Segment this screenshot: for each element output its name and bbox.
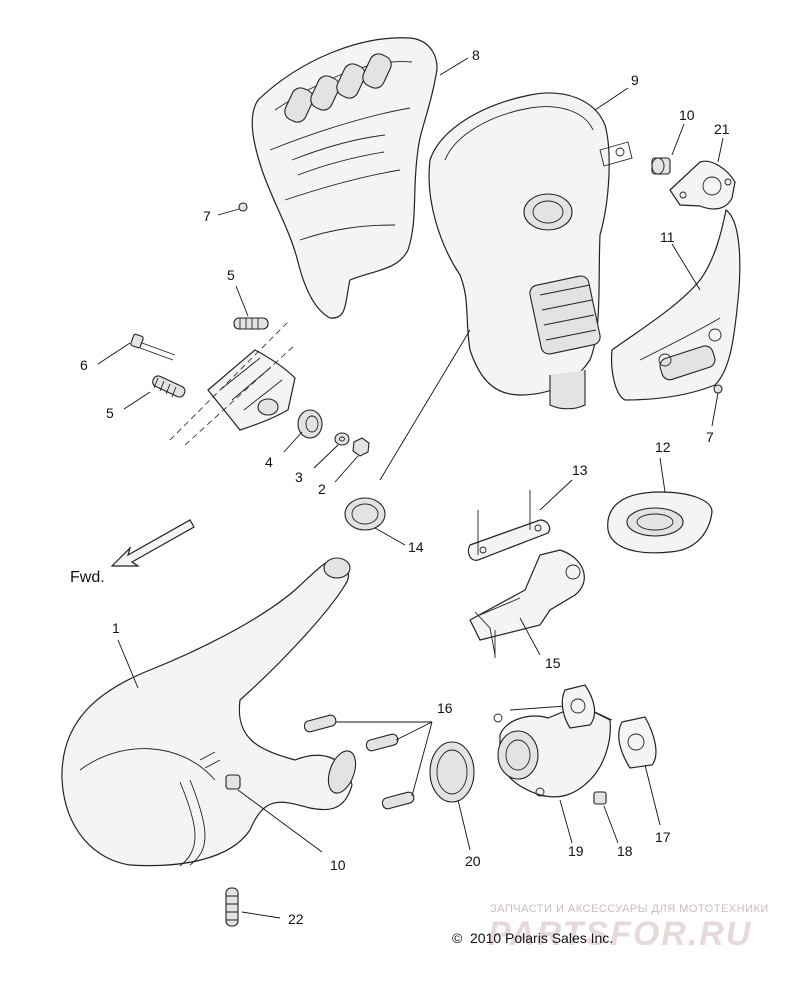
callout-18: 18 <box>617 843 633 859</box>
watermark-brand: PARTSFOR.RU <box>488 915 752 953</box>
flange-12 <box>607 491 713 554</box>
forward-arrow <box>110 519 195 567</box>
callout-5-upper: 5 <box>227 267 235 283</box>
grommet-top <box>651 157 671 175</box>
heat-shield-upper <box>251 37 438 319</box>
gasket-17-a <box>561 684 596 729</box>
callout-17: 17 <box>655 829 671 845</box>
seal-ring-14 <box>344 497 386 531</box>
callout-10-bottom: 10 <box>330 857 346 873</box>
callout-3: 3 <box>295 469 303 485</box>
callout-22: 22 <box>288 911 304 927</box>
callout-7-top: 7 <box>203 208 211 224</box>
muffler <box>428 92 633 410</box>
heat-shield-side <box>610 208 741 401</box>
gasket-plate-21 <box>669 160 736 210</box>
screw-7-right <box>713 384 723 394</box>
bolt-6 <box>130 333 176 361</box>
spring-16-b <box>365 733 399 752</box>
nut-2 <box>352 437 370 457</box>
expansion-chamber <box>61 557 357 867</box>
copyright-symbol: © <box>452 930 463 946</box>
callout-8: 8 <box>472 47 480 63</box>
callout-6: 6 <box>80 357 88 373</box>
spring-16-c <box>381 791 415 810</box>
callout-12: 12 <box>655 439 671 455</box>
spring-5-upper <box>233 317 269 330</box>
callout-13: 13 <box>572 462 588 478</box>
callout-1: 1 <box>112 620 120 636</box>
callout-15: 15 <box>545 655 561 671</box>
callout-20: 20 <box>465 853 481 869</box>
mount-bracket <box>169 319 296 446</box>
seal-ring-20 <box>429 741 475 803</box>
spring-16-a <box>303 714 337 733</box>
callout-9: 9 <box>631 72 639 88</box>
callout-2: 2 <box>318 481 326 497</box>
callout-19: 19 <box>568 843 584 859</box>
spring-5-lower <box>152 375 186 398</box>
copyright-text: 2010 Polaris Sales Inc. <box>470 930 613 946</box>
watermark: ЗАПЧАСТИ И АКСЕССУАРЫ ДЛЯ МОТОТЕХНИКИ PA… <box>488 903 769 953</box>
direction-label: Fwd. <box>70 569 105 586</box>
exhaust-manifold-19 <box>493 704 613 798</box>
bracket-plate-13 <box>467 490 551 561</box>
callout-11: 11 <box>660 229 675 245</box>
callout-7-right: 7 <box>706 429 714 445</box>
callout-21: 21 <box>714 121 730 137</box>
screw-7-top <box>238 202 248 212</box>
callout-4: 4 <box>265 454 273 470</box>
washer-3 <box>334 432 350 446</box>
callout-10-top: 10 <box>679 107 695 123</box>
callout-16: 16 <box>437 700 453 716</box>
bracket-15 <box>469 549 585 658</box>
watermark-tagline: ЗАПЧАСТИ И АКСЕССУАРЫ ДЛЯ МОТОТЕХНИКИ <box>490 903 769 915</box>
spring-22 <box>225 887 239 927</box>
stud-18 <box>593 791 607 805</box>
grommet-4 <box>297 409 323 439</box>
gasket-17-b <box>618 716 657 769</box>
callout-5-lower: 5 <box>106 405 114 421</box>
callout-14: 14 <box>408 539 424 555</box>
